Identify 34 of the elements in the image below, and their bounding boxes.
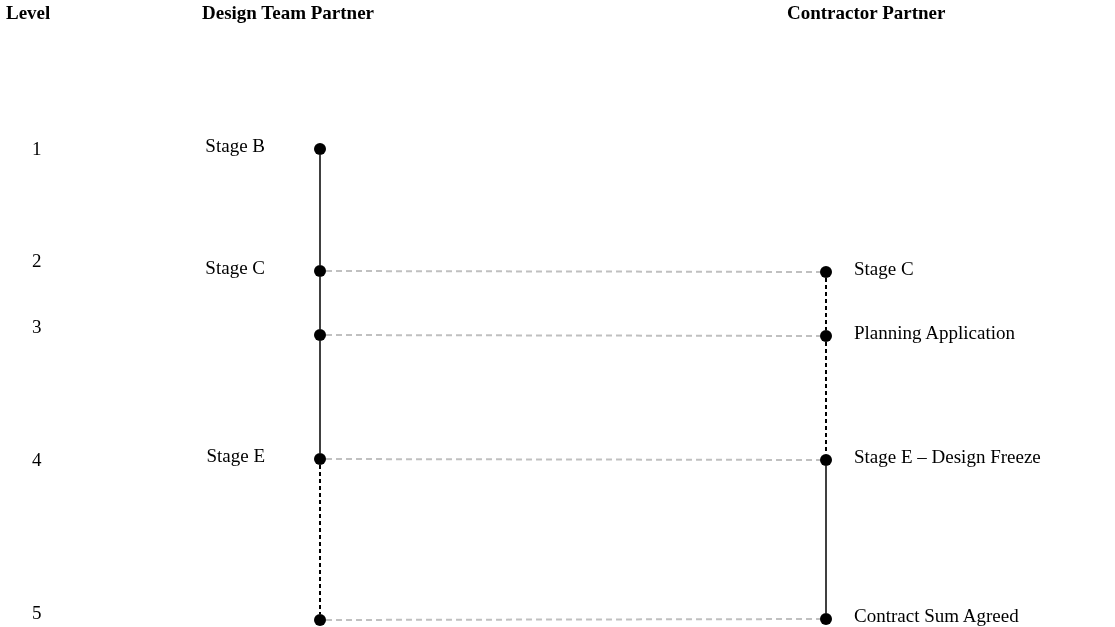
- milestone-dot: [820, 266, 832, 278]
- milestone-dot: [314, 329, 326, 341]
- milestone-label: Stage C: [854, 258, 914, 280]
- milestone-dot: [314, 614, 326, 626]
- level-number: 2: [32, 250, 42, 272]
- milestone-label: Contract Sum Agreed: [854, 605, 1019, 627]
- milestone-dot: [314, 143, 326, 155]
- milestone-dot: [820, 613, 832, 625]
- milestone-dot: [314, 265, 326, 277]
- column-heading: Level: [6, 2, 51, 24]
- column-heading: Contractor Partner: [787, 2, 946, 24]
- connector-line: [325, 270, 821, 273]
- milestone-label: Stage E: [206, 445, 265, 467]
- milestone-label: Stage C: [205, 257, 265, 279]
- level-number: 1: [32, 138, 42, 160]
- milestone-dot: [314, 453, 326, 465]
- level-number: 4: [32, 449, 42, 471]
- timeline-line: [319, 276, 321, 330]
- connector-line: [325, 334, 821, 337]
- timeline-line: [825, 465, 827, 614]
- milestone-dot: [820, 330, 832, 342]
- milestone-label: Planning Application: [854, 322, 1015, 344]
- level-number: 3: [32, 316, 42, 338]
- milestone-dot: [820, 454, 832, 466]
- timeline-line: [319, 340, 321, 454]
- milestone-label: Stage E – Design Freeze: [854, 446, 1041, 468]
- timeline-line: [319, 464, 321, 615]
- column-heading: Design Team Partner: [202, 2, 375, 24]
- timeline-line: [825, 277, 827, 331]
- connector-line: [325, 618, 821, 621]
- level-number: 5: [32, 602, 42, 624]
- connector-line: [325, 458, 821, 461]
- timeline-line: [319, 154, 321, 266]
- milestone-label: Stage B: [205, 135, 265, 157]
